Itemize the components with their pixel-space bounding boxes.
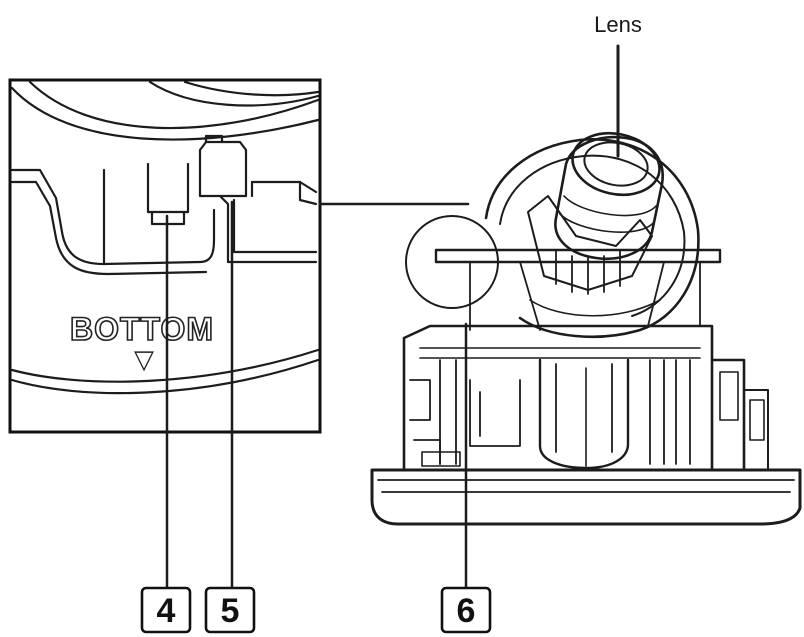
camera-body <box>370 131 802 526</box>
lens-label: Lens <box>594 12 642 37</box>
callout-5: 5 <box>204 586 256 634</box>
callout-4-box <box>140 586 192 634</box>
callout-6-box <box>440 586 492 634</box>
callout-4-number: 4 <box>157 592 176 630</box>
callout-5-number: 5 <box>221 592 240 630</box>
bottom-label: BOTTOM <box>70 311 214 347</box>
bottom-marker-icon: ▽ <box>134 345 154 375</box>
callout-6-number: 6 <box>457 592 476 630</box>
zoom-inset: BOTTOM ▽ <box>8 78 322 434</box>
callout-6: 6 <box>440 586 492 634</box>
callout-5-box <box>204 586 256 634</box>
callout-4: 4 <box>140 586 192 634</box>
